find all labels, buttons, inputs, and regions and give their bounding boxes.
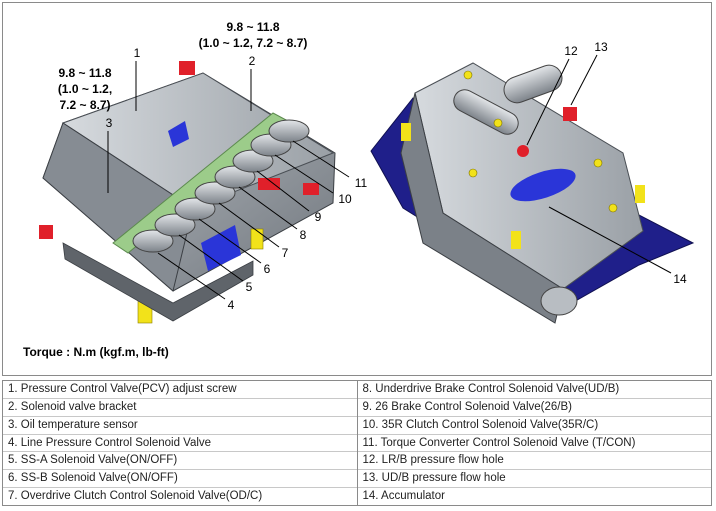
right-body-side	[400, 92, 564, 324]
solenoid-7	[194, 181, 236, 205]
callout-leaders	[107, 54, 672, 300]
torque-spec-left-line2: (1.0 ~ 1.2,	[58, 82, 112, 96]
legend-item-8: 8. Underdrive Brake Control Solenoid Val…	[357, 381, 711, 399]
torque-spec-top-line2: (1.0 ~ 1.2, 7.2 ~ 8.7)	[199, 36, 308, 50]
red-cap-left-3	[258, 178, 280, 190]
lrb-flow-hole	[517, 145, 529, 157]
diagram-frame: 9.8 ~ 11.8 (1.0 ~ 1.2, 7.2 ~ 8.7) 9.8 ~ …	[2, 2, 712, 376]
callout-8: 8	[300, 228, 307, 242]
left-body-skirt	[62, 242, 254, 322]
legend-item-12: 12. LR/B pressure flow hole	[357, 452, 711, 471]
accumulator	[510, 168, 576, 202]
left-valve-body	[39, 61, 336, 324]
right-cylinder-1	[503, 64, 563, 104]
callout-14: 14	[673, 272, 687, 286]
right-valve-body	[370, 62, 695, 324]
yellow-tab-right-2	[511, 231, 521, 249]
callout-4: 4	[228, 298, 235, 312]
yellow-tab-right-1	[401, 123, 411, 141]
legend-item-3: 3. Oil temperature sensor	[3, 417, 357, 435]
solenoid-5	[154, 213, 196, 237]
legend-column-right: 8. Underdrive Brake Control Solenoid Val…	[356, 381, 711, 505]
callout-3: 3	[106, 116, 113, 130]
legend-item-11: 11. Torque Converter Control Solenoid Va…	[357, 435, 711, 453]
torque-spec-top-line1: 9.8 ~ 11.8	[226, 20, 279, 34]
bolt	[493, 118, 503, 128]
legend-table: 1. Pressure Control Valve(PCV) adjust sc…	[2, 380, 712, 506]
callout-12: 12	[564, 44, 578, 58]
legend-item-5: 5. SS-A Solenoid Valve(ON/OFF)	[3, 452, 357, 471]
callout-2: 2	[249, 54, 256, 68]
legend-item-2: 2. Solenoid valve bracket	[3, 399, 357, 417]
bolt	[593, 158, 603, 168]
solenoid-group	[132, 119, 310, 253]
bolt	[608, 203, 618, 213]
legend-item-4: 4. Line Pressure Control Solenoid Valve	[3, 435, 357, 453]
solenoid-11	[268, 119, 310, 143]
solenoid-4	[132, 229, 174, 253]
callout-6: 6	[264, 262, 271, 276]
callout-13: 13	[594, 40, 608, 54]
legend-column-left: 1. Pressure Control Valve(PCV) adjust sc…	[3, 381, 357, 505]
callout-1: 1	[134, 46, 141, 60]
callout-5: 5	[246, 280, 253, 294]
red-cap-left-2	[39, 225, 53, 239]
legend-item-7: 7. Overdrive Clutch Control Solenoid Val…	[8, 490, 263, 503]
torque-units-note: Torque : N.m (kgf.m, lb-ft)	[23, 345, 169, 359]
yellow-tab-left-2	[250, 228, 264, 250]
legend-item-6: 6. SS-B Solenoid Valve(ON/OFF)	[3, 470, 357, 489]
valve-body-diagram: 9.8 ~ 11.8 (1.0 ~ 1.2, 7.2 ~ 8.7) 9.8 ~ …	[39, 20, 695, 324]
udb-flow-hole	[563, 107, 577, 121]
yellow-tab-right-3	[635, 185, 645, 203]
torque-spec-left-line3: 7.2 ~ 8.7)	[59, 98, 110, 112]
callout-11: 11	[355, 176, 368, 190]
red-cap-left-4	[303, 183, 319, 195]
legend-item-14: 14. Accumulator	[362, 490, 445, 503]
blue-part-left	[201, 225, 241, 271]
legend-item-1: 1. Pressure Control Valve(PCV) adjust sc…	[3, 381, 357, 399]
torque-spec-left-line1: 9.8 ~ 11.8	[58, 66, 111, 80]
legend-item-10: 10. 35R Clutch Control Solenoid Valve(35…	[357, 417, 711, 435]
solenoid-6	[174, 197, 216, 221]
bolt	[468, 168, 478, 178]
red-cap-left-1	[179, 61, 195, 75]
callout-7: 7	[282, 246, 289, 260]
legend-item-9: 9. 26 Brake Control Solenoid Valve(26/B)	[357, 399, 711, 417]
blue-part-left-top	[168, 121, 189, 147]
bolt	[463, 70, 473, 80]
legend-item-13: 13. UD/B pressure flow hole	[357, 470, 711, 489]
callout-10: 10	[338, 192, 352, 206]
right-body-boss	[540, 286, 578, 316]
callout-9: 9	[315, 210, 322, 224]
